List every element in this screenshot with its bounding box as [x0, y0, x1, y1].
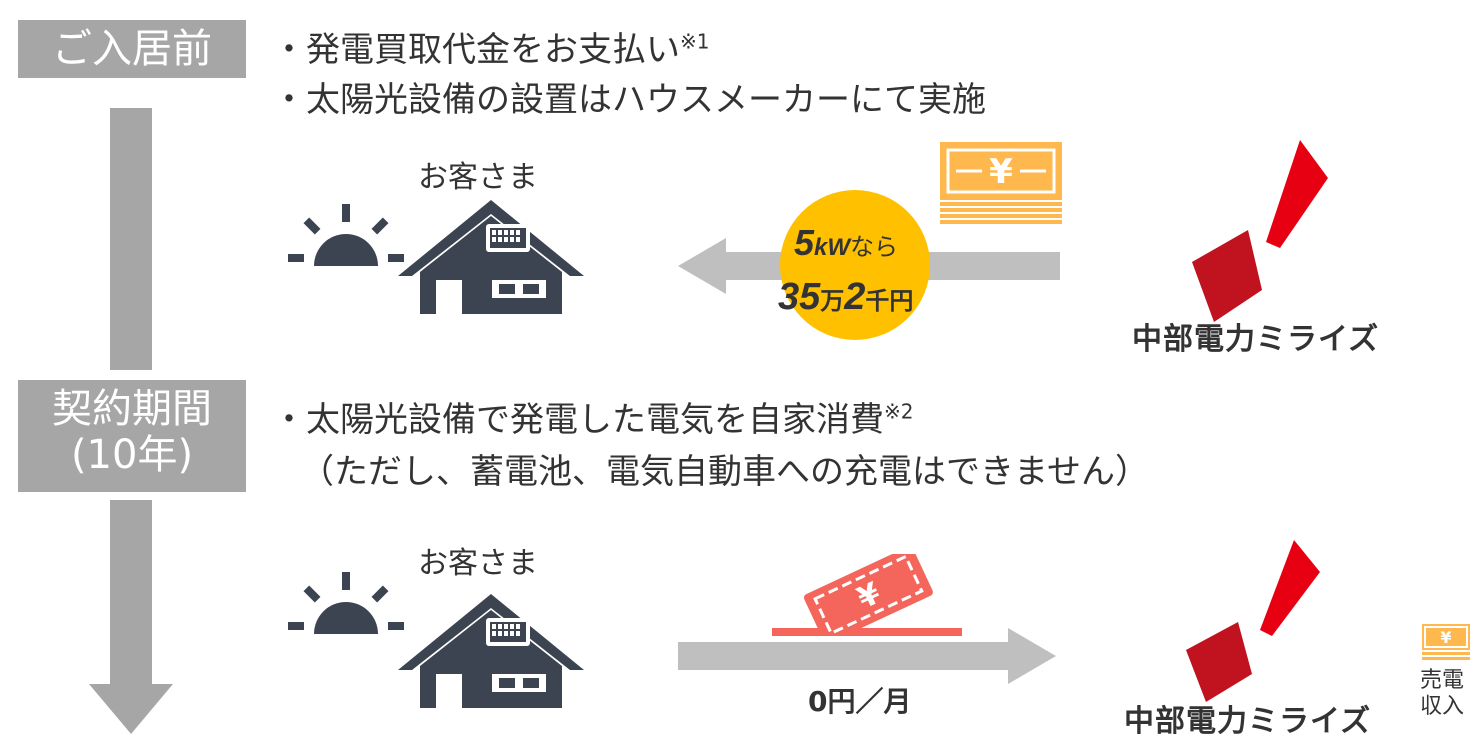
note-1: ※1: [680, 29, 710, 54]
yen-banknote-stack-icon: ¥: [940, 142, 1062, 224]
supply-arrow-icon: [678, 628, 1056, 684]
sales-income-line2: 収入: [1420, 694, 1465, 719]
yen-ticket-icon: ¥: [772, 554, 962, 636]
badge-amount-a: 35: [778, 276, 821, 318]
banknote-yen-symbol: ¥: [989, 152, 1013, 192]
section1-customer-label: お客さま: [418, 160, 538, 195]
yen-banknote-small-icon: ¥: [1422, 624, 1470, 660]
chubu-miraiz-logo-icon: [1186, 540, 1320, 702]
badge-amount-b-unit: 千円: [865, 288, 914, 315]
monthly-rate-label: 0円／月: [808, 685, 912, 718]
rising-sun-icon: [288, 204, 404, 266]
timeline-arrow-head-icon: [89, 684, 173, 734]
timeline-bar-upper: [110, 108, 152, 370]
badge-kw-suffix: なら: [850, 234, 899, 261]
price-badge: [780, 190, 930, 340]
stage-before-move-in: ご入居前: [18, 20, 246, 78]
sales-income-line1: 売電: [1420, 668, 1465, 693]
stage-before-move-in-label: ご入居前: [52, 26, 212, 72]
section1-company-name: 中部電力ミライズ: [1132, 322, 1380, 357]
section2-bullet-exception: （ただし、蓄電池、電気自動車への充電はできません）: [300, 452, 1149, 492]
badge-amount-line: 35万2千円: [778, 276, 913, 319]
note-2: ※2: [884, 399, 914, 424]
badge-kw-line: 5kWなら: [794, 222, 898, 264]
income-yen-symbol: ¥: [1440, 628, 1451, 647]
stage-contract-period: 契約期間 (10年): [18, 380, 246, 492]
rising-sun-icon: [288, 572, 404, 634]
section2-bullet-self-consumption: ・太陽光設備で発電した電気を自家消費※2: [272, 399, 914, 440]
timeline-bar-lower: [110, 500, 152, 688]
sales-income-label: 売電 収入: [1420, 668, 1464, 720]
stage-contract-years: (10年): [70, 432, 194, 478]
stage-contract-label: 契約期間: [52, 386, 212, 432]
section1-bullet-payment: ・発電買取代金をお支払い※1: [272, 29, 710, 70]
chubu-miraiz-logo-icon: [1192, 140, 1328, 322]
section2-customer-label: お客さま: [418, 546, 538, 581]
badge-amount-b: 2: [844, 276, 866, 318]
badge-kw-unit: kW: [814, 234, 851, 261]
house-with-solar-panel-icon: [398, 594, 584, 708]
house-with-solar-panel-icon: [398, 200, 584, 314]
badge-kw-value: 5: [794, 222, 815, 263]
section2-company-name: 中部電力ミライズ: [1124, 704, 1372, 739]
badge-amount-a-unit: 万: [820, 288, 845, 315]
section1-bullet-install: ・太陽光設備の設置はハウスメーカーにて実施: [272, 80, 986, 120]
